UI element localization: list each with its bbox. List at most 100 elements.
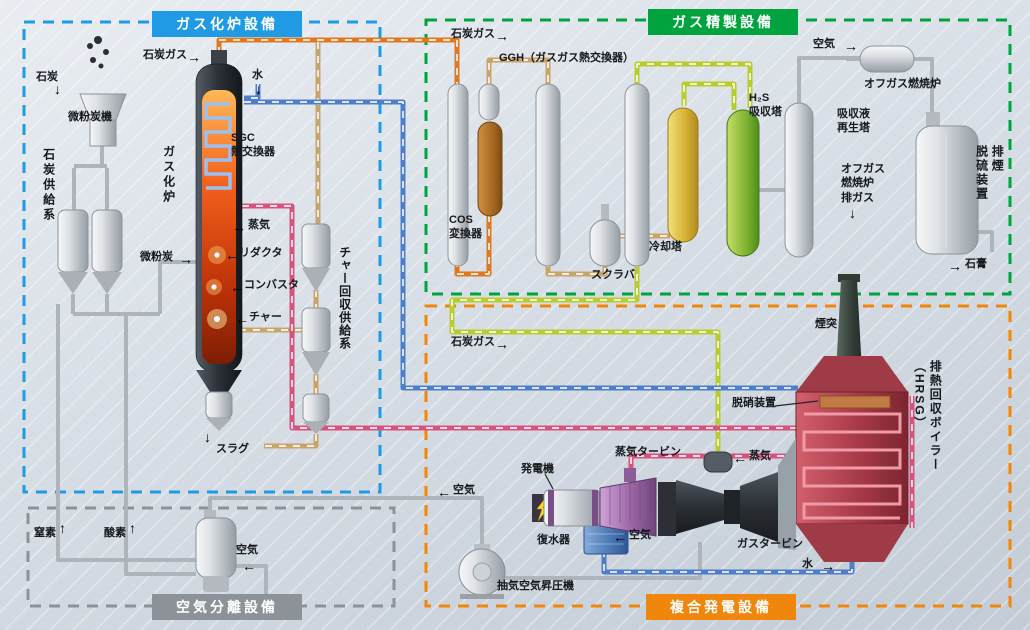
cos-top-crossover-pipe	[486, 57, 551, 84]
zone-title-air-separation: 空気分離設備	[152, 594, 302, 620]
denox-catalyst	[819, 395, 891, 409]
hrsg-bottom-hopper	[796, 524, 908, 562]
scrubber-vessel	[589, 219, 621, 267]
extracted-air-label: 空気	[453, 484, 475, 496]
char-recovery-pipes	[242, 290, 319, 449]
offgas-to-fgd-pipe	[912, 57, 934, 126]
condensate-pipe-dash	[603, 550, 853, 573]
slag-lock-hopper	[205, 391, 233, 419]
char-hopper	[302, 393, 330, 423]
reductor-zone-dot	[214, 252, 220, 258]
oxygen-label: 酸素	[104, 527, 126, 539]
coal-gas-label-power: 石炭ガス	[451, 336, 495, 348]
utility-pipes	[56, 56, 994, 600]
combustor-label: コンバスタ	[244, 279, 299, 291]
gypsum-label: 石膏	[965, 258, 987, 270]
coal-label: 石炭	[36, 71, 58, 83]
water-right-arrow-icon: →	[821, 558, 835, 574]
slag-down-arrow-icon: ↓	[204, 429, 211, 445]
fgd-label: 排煙 脱硫装置	[974, 145, 1005, 201]
char-arrow-icon: ←	[235, 311, 249, 327]
air-separation-unit	[195, 510, 237, 592]
oxygen-up-arrow-icon: ↑	[129, 520, 136, 536]
cos-converter-vessel	[477, 121, 503, 217]
water-label-power: 水	[802, 558, 813, 570]
hrsg-top-hood	[796, 356, 908, 392]
gas-turbine-label: ガスタービン	[737, 538, 803, 550]
char-recovery-vessels	[301, 223, 331, 434]
nitrogen-label: 窒素	[34, 527, 56, 539]
char-zone-dot	[214, 316, 220, 322]
cooling-tower-label: 冷却塔	[649, 241, 682, 253]
fgd-unit	[915, 112, 979, 255]
nitrogen-pipe	[56, 304, 196, 562]
offgas-furnace-vessel	[859, 45, 915, 73]
condensate-pipe	[601, 550, 855, 575]
coal-gas-purification-arrow-icon: →	[495, 28, 509, 44]
ggh-vessel-3	[535, 83, 561, 267]
cooling-tower-vessel	[667, 107, 699, 243]
oxygen-pipe	[124, 314, 196, 576]
coal-gas-power-arrow-icon: →	[495, 336, 509, 352]
char-cyclone-lower	[301, 307, 331, 353]
zone-title-purification: ガス精製設備	[648, 9, 798, 35]
sgc-water-inlet-pipe-dash	[244, 84, 259, 99]
steam-out-arrow-icon: →	[232, 219, 246, 235]
generator-label: 発電機	[521, 463, 554, 475]
gt-intake	[658, 482, 676, 536]
reductor-arrow-icon: ←	[225, 247, 239, 263]
cos-converter-label: COS 変換器	[449, 214, 482, 241]
gt-air-arrow-icon: ←	[613, 529, 627, 545]
fgd-vessel	[915, 125, 979, 255]
zone-power-border	[424, 304, 1012, 608]
booster-to-asu-pipe	[208, 496, 484, 548]
ggh-vessel-4	[624, 83, 650, 267]
gasifier-outlet-nozzle	[211, 50, 227, 66]
ggh-vessel-1	[447, 83, 469, 267]
purification-air-label: 空気	[813, 38, 835, 50]
combustor-arrow-icon: ←	[230, 279, 244, 295]
asu-air-arrow-icon: ←	[242, 558, 256, 574]
steam-left-arrow-icon: ←	[733, 450, 747, 466]
asu-air-label: 空気	[236, 544, 258, 556]
ggh-label: GGH（ガスガス熱交換器）	[499, 52, 635, 64]
coal-down-arrow-icon: ↓	[54, 81, 61, 97]
water-label: 水	[252, 69, 263, 81]
clean-gas-to-gt-pipe-dash	[451, 260, 719, 458]
gypsum-arrow-icon: →	[948, 258, 962, 274]
combustor-zone-dot	[211, 284, 217, 290]
asu-column	[195, 517, 237, 579]
turbine-train	[532, 438, 796, 555]
lightning-icon	[536, 496, 549, 522]
gt-extraction-pipe	[505, 542, 702, 580]
coal-lock-hopper-b	[91, 209, 123, 273]
gypsum-outlet-pipe	[977, 230, 994, 252]
pulverizer-label: 微粉炭機	[68, 111, 112, 123]
gasifier-vessel	[195, 50, 243, 431]
water-down-arrow-icon: ↓	[255, 81, 262, 97]
steam-label-power: 蒸気	[749, 450, 771, 462]
hrsg-label: 排熱回収ボイラー （HRSG）	[912, 360, 943, 472]
coal-lock-hopper-a	[57, 209, 89, 273]
coal-gas-label-purification: 石炭ガス	[451, 28, 495, 40]
zone-title-gasifier: ガス化炉設備	[152, 11, 302, 37]
gt-exhaust-duct	[778, 438, 796, 550]
char-label: チャー	[249, 311, 282, 323]
extracted-air-arrow-icon: ←	[437, 484, 451, 500]
regenerator-offgas-pipe	[797, 56, 860, 104]
scrubber-label: スクラバ	[591, 269, 635, 281]
ggh-to-cos-pipe-dash	[456, 214, 490, 275]
gt-combustor	[703, 451, 733, 473]
regenerator-vessel	[784, 102, 814, 258]
absorber-to-ggh-pipe-dash	[636, 63, 751, 108]
gt-compressor	[676, 480, 724, 534]
gt-turbine	[740, 472, 778, 542]
gasifier-label: ガス化炉	[161, 145, 176, 205]
cooler-to-absorber-pipe-dash	[683, 83, 735, 110]
gasifier-cone	[196, 370, 242, 392]
steam-turbine-label: 蒸気タービン	[615, 446, 681, 458]
h2s-absorber-label: H₂S 吸収塔	[749, 92, 782, 119]
stack-hrsg	[795, 274, 909, 562]
